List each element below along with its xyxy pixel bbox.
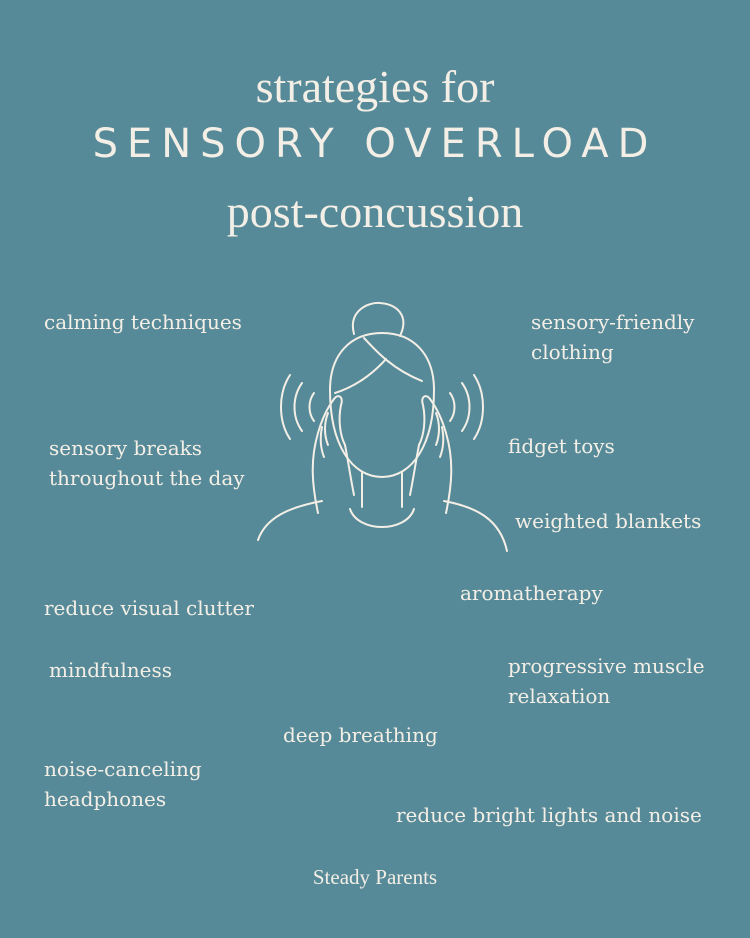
strategy-deep-breathing: deep breathing <box>283 723 438 747</box>
title-line-sensory-overload: SENSORY OVERLOAD <box>92 121 658 167</box>
strategy-reduce-bright-lights: reduce bright lights and noise <box>396 803 702 827</box>
strategy-aromatherapy: aromatherapy <box>460 581 603 605</box>
strategy-weighted-blankets: weighted blankets <box>515 509 702 533</box>
title-line-post-concussion: post-concussion <box>226 186 524 237</box>
strategy-mindfulness: mindfulness <box>49 658 172 682</box>
strategy-progressive-muscle-relaxation: progressive muscle relaxation <box>508 654 705 708</box>
strategy-fidget-toys: fidget toys <box>508 434 615 458</box>
brand-logo-text: Steady Parents <box>312 865 438 889</box>
person-covering-ears-icon <box>250 295 515 570</box>
strategy-sensory-breaks: sensory breaks throughout the day <box>49 436 245 490</box>
strategy-noise-canceling-headphones: noise-canceling headphones <box>44 757 202 811</box>
title-line-strategies-for: strategies for <box>255 61 495 112</box>
strategy-sensory-friendly-clothing: sensory-friendly clothing <box>531 310 695 364</box>
strategy-reduce-visual-clutter: reduce visual clutter <box>44 596 254 620</box>
strategy-calming-techniques: calming techniques <box>44 310 242 334</box>
